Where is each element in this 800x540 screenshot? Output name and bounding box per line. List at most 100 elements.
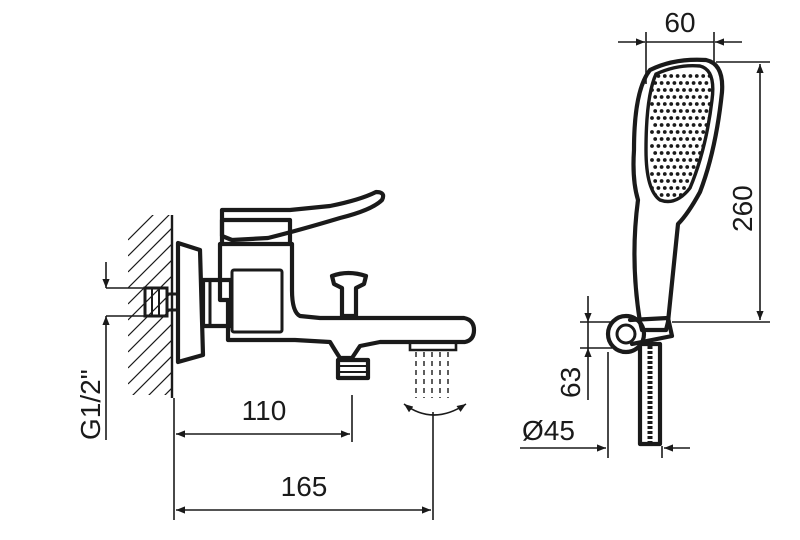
cartridge-block [230,268,284,334]
nozzle-dot [666,179,670,183]
lever-handle [219,189,386,243]
nozzle-dot [662,172,667,176]
nozzle-dot [662,186,667,190]
nozzle-dot [659,123,664,127]
nozzle-dot [662,144,667,148]
holder-offset-dimension: 63 [555,296,612,400]
water-flow [415,352,449,398]
nozzle-dot [701,88,706,92]
nozzle-dot [656,130,661,134]
nozzle-dot [650,158,654,162]
nozzle-dot [666,81,670,85]
nozzle-dot [701,102,706,106]
nozzle-dot [698,137,702,141]
nozzle-dot [698,109,702,113]
nozzle-dot [682,74,686,78]
nozzle-dot [659,81,664,85]
nozzle-dot [691,165,696,169]
nozzle-dot [672,109,677,113]
nozzle-dot [704,109,709,113]
shower-body [631,57,725,333]
nozzle-dot [682,102,686,106]
nozzle-dot [704,123,709,127]
nozzle-dot [653,179,658,183]
nozzle-dot [701,116,706,120]
nozzle-dot [662,130,667,134]
nozzle-dot [653,109,658,113]
threaded-inlet [143,286,169,318]
nozzle-dot [656,102,661,106]
nozzle-dot [669,172,674,176]
nozzle-dot [672,193,677,197]
nozzle-dot [685,109,690,113]
nozzle-dot [669,88,674,92]
nozzle-dot [688,172,693,176]
nozzle-dot [662,116,667,120]
wall-hatching [128,215,172,395]
nozzle-dot [653,151,658,155]
nozzle-dot [650,172,654,176]
mixer-housing [217,241,477,361]
nozzle-dot [653,123,658,127]
nozzle-dot [698,151,702,155]
nozzle-dot [685,123,690,127]
shower-width-label: 60 [664,7,695,38]
nozzle-dot [675,186,680,190]
nozzle-dot [672,95,677,99]
shower-outlet [335,357,371,381]
nozzle-dot [698,95,702,99]
nozzle-dot [682,144,686,148]
holder-clip [627,315,675,347]
nozzle-dot [666,165,670,169]
nozzle-dot [694,130,699,134]
mixer-body [143,189,477,381]
nozzle-dot [694,144,699,148]
nozzle-dot [685,151,690,155]
nozzle-dot [669,130,674,134]
nozzle-dot [669,116,674,120]
nozzle-dot [707,88,712,92]
nozzle-dot [675,102,680,106]
diverter-knob [329,270,369,319]
thread-label: G1/2" [75,369,106,440]
nozzle-dot [710,123,713,127]
nozzle-dot [669,102,674,106]
nozzle-dot [710,165,713,169]
nozzle-dot [672,137,677,141]
nozzle-dot [691,123,696,127]
holder-diameter-label: Ø45 [522,415,575,446]
nozzle-dot [691,193,696,197]
wall-rosette [175,240,206,365]
nozzle-dot [675,130,680,134]
nozzle-dot [691,151,696,155]
nozzle-dot [656,116,661,120]
nozzle-dot [688,158,693,162]
holder-offset-label: 63 [555,367,586,398]
nozzle-dot [685,179,690,183]
shower-length-label: 260 [727,185,758,232]
nozzle-dot [672,165,677,169]
nozzle-dot [707,102,712,106]
nozzle-dot [678,151,683,155]
total-length-label: 165 [281,471,328,502]
nozzle-dot [675,74,680,78]
nozzle-dot [698,81,702,85]
nozzle-dot [659,95,664,99]
nozzle-dot [669,144,674,148]
nozzle-dot [675,116,680,120]
nozzle-dot [698,123,702,127]
nozzle-dot [678,193,683,197]
nozzle-dot [688,88,693,92]
nozzle-dot [691,137,696,141]
aerator [408,344,458,352]
nozzle-dot [710,179,713,183]
nozzle-dot [694,74,699,78]
shower-length-dimension: 260 [672,61,770,323]
spout-offset-label: 110 [242,395,287,426]
nozzle-dot [694,186,699,190]
spout-offset-dimension: 110 [173,395,353,520]
nozzle-dot [701,74,706,78]
nozzle-dot [688,116,693,120]
